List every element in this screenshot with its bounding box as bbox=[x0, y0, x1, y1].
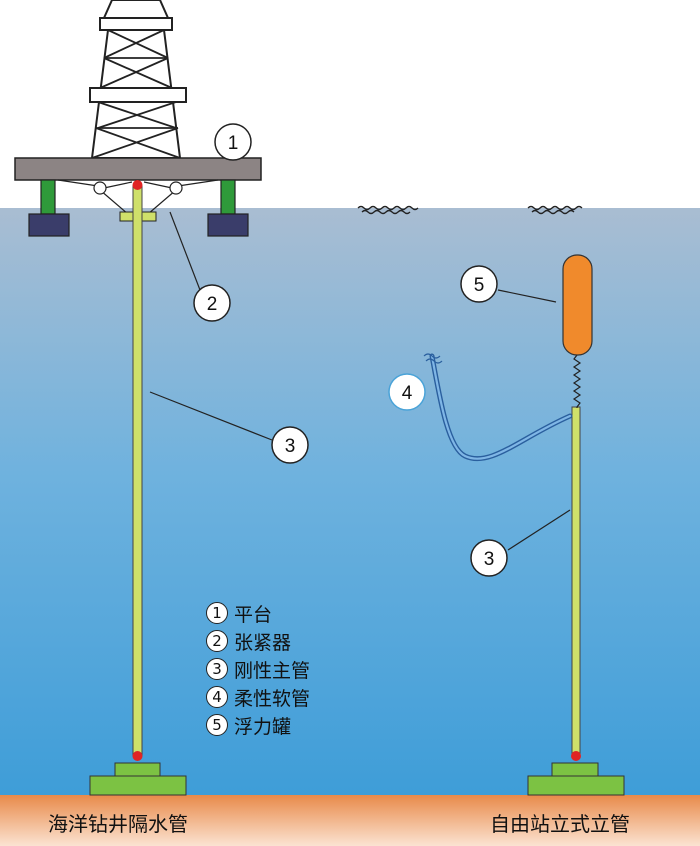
callout-3-right bbox=[470, 539, 508, 577]
joint-top-left bbox=[132, 180, 143, 190]
callout-3-left bbox=[271, 426, 309, 464]
callout-3-right-label: 3 bbox=[484, 549, 495, 570]
leader-lines bbox=[149, 211, 571, 551]
legend-number: 2 bbox=[206, 630, 228, 652]
buoyancy-tank bbox=[562, 254, 593, 356]
legend-number: 3 bbox=[206, 658, 228, 680]
tensioner-system bbox=[57, 179, 219, 215]
joint-bottom-right bbox=[571, 751, 581, 761]
callout-3-left-label: 3 bbox=[285, 436, 296, 457]
legend-number: 5 bbox=[206, 714, 228, 736]
legend-item-rigid-riser: 3 刚性主管 bbox=[206, 656, 310, 682]
wave-marks bbox=[357, 205, 583, 215]
platform-leg-right bbox=[220, 179, 236, 215]
buoy-tether bbox=[572, 354, 582, 408]
riser-left bbox=[132, 185, 143, 757]
legend-label: 柔性软管 bbox=[234, 687, 311, 710]
joint-bottom-left bbox=[132, 751, 143, 761]
callout-4-label: 4 bbox=[402, 383, 413, 404]
legend-item-tensioner: 2 张紧器 bbox=[206, 628, 310, 654]
riser-right bbox=[571, 406, 581, 757]
seabed bbox=[0, 795, 700, 846]
sea bbox=[0, 208, 700, 796]
legend-label: 浮力罐 bbox=[234, 715, 292, 738]
legend-label: 刚性主管 bbox=[234, 659, 311, 682]
legend-number: 4 bbox=[206, 686, 228, 708]
callout-5 bbox=[460, 265, 498, 303]
flexible-pipe bbox=[423, 353, 573, 462]
callout-1 bbox=[214, 123, 252, 161]
legend-number: 1 bbox=[206, 602, 228, 624]
callout-2 bbox=[193, 284, 231, 322]
legend-item-flexible-pipe: 4 柔性软管 bbox=[206, 684, 310, 710]
pontoon-right bbox=[207, 213, 249, 237]
callout-4 bbox=[388, 373, 426, 411]
caption-free-standing-riser: 自由站立式立管 bbox=[490, 812, 630, 836]
foundation-right-top bbox=[551, 762, 599, 777]
legend-label: 张紧器 bbox=[234, 631, 292, 654]
derrick bbox=[89, 0, 187, 159]
callout-1-label: 1 bbox=[228, 133, 239, 154]
legend-item-platform: 1 平台 bbox=[206, 600, 310, 626]
caption-drilling-riser: 海洋钻井隔水管 bbox=[48, 812, 188, 836]
foundation-left-top bbox=[114, 762, 161, 777]
legend-label: 平台 bbox=[234, 603, 273, 626]
legend-item-buoyancy-tank: 5 浮力罐 bbox=[206, 712, 310, 738]
pontoon-left bbox=[28, 213, 70, 237]
callout-2-label: 2 bbox=[207, 294, 218, 315]
foundation-right-base bbox=[527, 775, 625, 796]
foundation-left-base bbox=[89, 775, 187, 796]
legend: 1 平台 2 张紧器 3 刚性主管 4 柔性软管 5 浮力罐 bbox=[206, 600, 310, 740]
callout-5-label: 5 bbox=[474, 275, 485, 296]
platform-leg-left bbox=[40, 179, 56, 215]
platform-deck bbox=[14, 157, 262, 181]
